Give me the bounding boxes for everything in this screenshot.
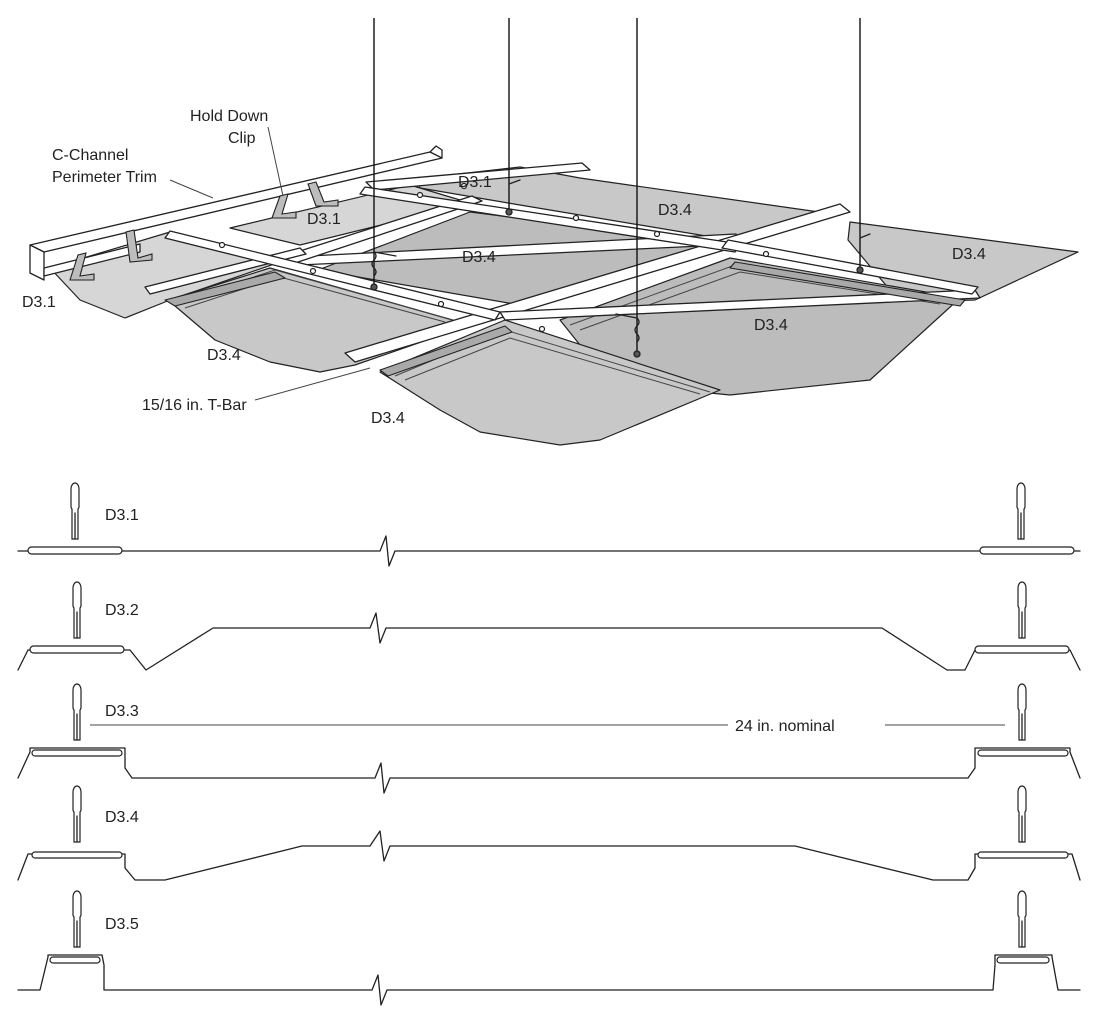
wire-twists (370, 179, 871, 358)
leader-hold-down-clip (267, 126, 284, 197)
profile-d31: D3.1 (17, 482, 1081, 567)
profile-d32: D3.2 (17, 581, 1081, 671)
c-channel-trim-face (29, 244, 45, 281)
label-tile-d31-mid: D3.1 (307, 211, 341, 228)
leader-t-bar (254, 367, 371, 401)
tbar-cross-1 (164, 230, 501, 321)
isometric-view: Hold Down Clip C-Channel Perimeter Trim … (22, 18, 1079, 446)
profile-d35: D3.5 (17, 890, 1081, 1006)
label-c-channel-1: C-Channel (52, 147, 128, 164)
label-hold-down-clip-2: Clip (228, 130, 256, 147)
c-channel-trim-lip (43, 243, 141, 277)
hold-down-clip-2 (125, 229, 153, 263)
profile-d34: D3.4 (17, 785, 1081, 881)
profile-label-d32: D3.2 (105, 602, 139, 619)
c-channel-end (429, 145, 443, 159)
dimension-label: 24 in. nominal (735, 718, 835, 735)
profile-label-d33: D3.3 (105, 703, 139, 720)
profile-label-d31: D3.1 (105, 507, 139, 524)
label-tile-d34-left: D3.4 (207, 347, 241, 364)
tbar-shadow-1 (164, 271, 286, 307)
profile-label-d34: D3.4 (105, 809, 139, 826)
label-tile-d34-center: D3.4 (462, 249, 496, 266)
label-t-bar: 15/16 in. T-Bar (142, 397, 247, 414)
hold-down-clip-1 (69, 252, 95, 281)
tbar-cross-4 (721, 239, 979, 295)
label-tile-d34-right: D3.4 (952, 246, 986, 263)
leader-c-channel (169, 179, 214, 199)
tbar-shadow-2 (379, 325, 513, 377)
hold-down-clip-4 (307, 181, 339, 207)
tbar-holes (218, 182, 770, 333)
label-tile-d31-left: D3.1 (22, 294, 56, 311)
tbar-cross-2 (359, 186, 741, 253)
profile-label-d35: D3.5 (105, 916, 139, 933)
profile-d33: D3.3 24 in. nominal (17, 683, 1081, 794)
label-c-channel-2: Perimeter Trim (52, 169, 157, 186)
label-hold-down-clip-1: Hold Down (190, 108, 268, 125)
tbar-shadow-3 (729, 261, 966, 307)
tbar-cross-3 (499, 289, 981, 321)
label-tile-d34-bottom: D3.4 (371, 410, 405, 427)
label-tile-d31-top: D3.1 (458, 174, 492, 191)
label-tile-d34-right-mid: D3.4 (754, 317, 788, 334)
hold-down-clip-3 (271, 193, 297, 219)
label-tile-d34-top: D3.4 (658, 202, 692, 219)
